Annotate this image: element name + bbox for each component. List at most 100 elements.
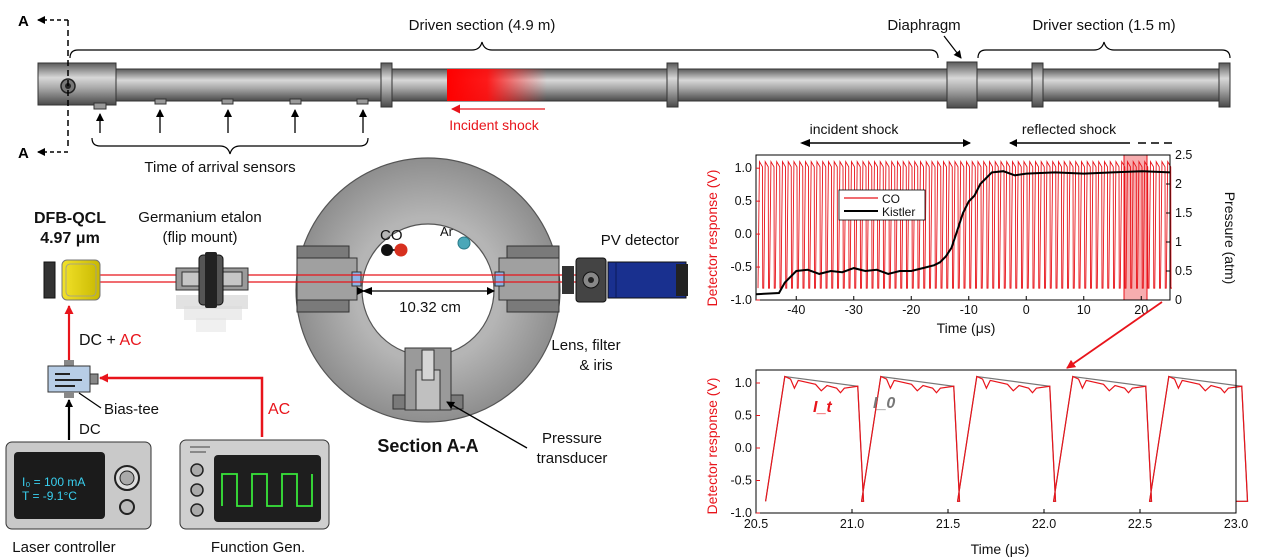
zoom-arrow bbox=[1066, 301, 1163, 369]
top-plot-frame bbox=[755, 154, 1171, 301]
section-line: A A bbox=[18, 13, 69, 162]
oxygen-atom bbox=[394, 243, 408, 257]
bias-tee-label: Bias-tee bbox=[104, 401, 159, 418]
bottom-xlabel: Time (μs) bbox=[971, 541, 1030, 557]
annotation-reflected: reflected shock bbox=[1022, 121, 1117, 137]
braces bbox=[69, 41, 1231, 155]
bottom-xtick-label: 22.5 bbox=[1128, 517, 1152, 531]
laser-controller: I₀ = 100 mA T = -9.1°C bbox=[5, 441, 152, 530]
series-kistler bbox=[755, 170, 1171, 296]
section-aa: CO Ar 10.32 cm bbox=[295, 157, 561, 423]
function-generator bbox=[179, 439, 330, 530]
germanium-etalon bbox=[175, 252, 249, 332]
section-aa-label: Section A-A bbox=[377, 436, 478, 456]
top-ytick-right-label: 2 bbox=[1175, 177, 1182, 191]
shock-tube bbox=[37, 61, 1231, 110]
bottom-ytick-label: 1.0 bbox=[735, 376, 752, 390]
lens-label: Lens, filter bbox=[551, 337, 620, 354]
dc-ac-label: DC + AC bbox=[79, 332, 142, 349]
top-ytick-right-label: 0 bbox=[1175, 293, 1182, 307]
square-wave-icon bbox=[221, 473, 313, 507]
distance-label: 10.32 cm bbox=[399, 299, 461, 316]
laser-controller-label: Laser controller bbox=[12, 539, 115, 556]
top-ytick-right-label: 0.5 bbox=[1175, 264, 1192, 278]
bottom-xtick-label: 21.5 bbox=[936, 517, 960, 531]
chart-top: incident shock reflected shock Detector … bbox=[704, 121, 1238, 336]
test-section-block bbox=[37, 62, 117, 106]
bottom-plot-area bbox=[756, 370, 1236, 513]
ac-label: AC bbox=[268, 401, 290, 418]
argon-atom bbox=[457, 236, 471, 250]
top-xtick-label: 10 bbox=[1077, 303, 1091, 317]
bottom-xtick-label: 20.5 bbox=[744, 517, 768, 531]
driven-section-label: Driven section (4.9 m) bbox=[409, 17, 556, 34]
top-xtick-label: 0 bbox=[1023, 303, 1030, 317]
bottom-plot-frame bbox=[755, 369, 1237, 514]
right-port bbox=[494, 245, 560, 313]
label-it: I_t bbox=[813, 399, 832, 416]
bottom-xtick-label: 22.0 bbox=[1032, 517, 1056, 531]
pressure-label: Pressure bbox=[542, 430, 602, 447]
top-xtick-label: -40 bbox=[787, 303, 805, 317]
top-ytick-label: -0.5 bbox=[730, 260, 752, 274]
annotation-incident: incident shock bbox=[810, 121, 900, 137]
top-ytick-label: 0.0 bbox=[735, 227, 752, 241]
top-ytick-right-label: 1 bbox=[1175, 235, 1182, 249]
co-label: CO bbox=[380, 227, 403, 244]
pv-detector bbox=[562, 257, 688, 303]
laser-wavelength-label: 4.97 μm bbox=[40, 230, 100, 247]
carbon-atom bbox=[381, 244, 393, 256]
left-port bbox=[296, 245, 362, 313]
section-a-bottom-label: A bbox=[18, 145, 29, 162]
bottom-ytick-label: 0.0 bbox=[735, 441, 752, 455]
top-plot-area bbox=[756, 155, 1170, 300]
top-xtick-label: 20 bbox=[1134, 303, 1148, 317]
top-ylabel-right: Pressure (atm) bbox=[1222, 192, 1238, 285]
label-i0: I_0 bbox=[873, 395, 895, 412]
flanges bbox=[380, 61, 1231, 109]
pv-detector-label: PV detector bbox=[601, 232, 679, 249]
bottom-ylabel: Detector response (V) bbox=[704, 378, 720, 515]
controller-temp: T = -9.1°C bbox=[22, 489, 77, 503]
transducer-port bbox=[392, 347, 464, 411]
top-xtick-label: -20 bbox=[902, 303, 920, 317]
legend-co: CO bbox=[882, 192, 900, 206]
incident-shock-label: Incident shock bbox=[449, 117, 539, 133]
arrival-sensors bbox=[93, 98, 369, 110]
laser-source bbox=[43, 259, 101, 301]
series-it bbox=[765, 375, 1249, 502]
bottom-ytick-label: -0.5 bbox=[730, 474, 752, 488]
bottom-xtick-label: 21.0 bbox=[840, 517, 864, 531]
series-co bbox=[757, 159, 1173, 289]
top-ytick-label: -1.0 bbox=[730, 293, 752, 307]
legend-kistler: Kistler bbox=[882, 205, 915, 219]
iris-label: & iris bbox=[579, 357, 612, 374]
top-ylabel: Detector response (V) bbox=[704, 170, 720, 307]
top-ytick-label: 0.5 bbox=[735, 194, 752, 208]
diaphragm-label: Diaphragm bbox=[887, 17, 960, 34]
time-of-arrival-label: Time of arrival sensors bbox=[144, 159, 295, 176]
etalon-mount-label: (flip mount) bbox=[162, 229, 237, 246]
top-ytick-right-label: 2.5 bbox=[1175, 148, 1192, 162]
sensor-arrows bbox=[96, 109, 367, 133]
top-xlabel: Time (μs) bbox=[937, 320, 996, 336]
bottom-xtick-label: 23.0 bbox=[1224, 517, 1248, 531]
bias-tee bbox=[47, 360, 99, 398]
top-ytick-right-label: 1.5 bbox=[1175, 206, 1192, 220]
etalon-label: Germanium etalon bbox=[138, 209, 261, 226]
ac-wire bbox=[99, 373, 264, 437]
top-xtick-label: -10 bbox=[960, 303, 978, 317]
dc-label: DC bbox=[79, 421, 101, 438]
bottom-ytick-label: 0.5 bbox=[735, 409, 752, 423]
section-a-top-label: A bbox=[18, 13, 29, 30]
driver-section-label: Driver section (1.5 m) bbox=[1032, 17, 1175, 34]
controller-current: I₀ = 100 mA bbox=[22, 475, 85, 489]
laser-name-label: DFB-QCL bbox=[34, 210, 106, 227]
top-xtick-label: -30 bbox=[845, 303, 863, 317]
ar-label: Ar bbox=[440, 224, 454, 239]
function-gen-label: Function Gen. bbox=[211, 539, 305, 556]
bottom-ytick-label: -1.0 bbox=[730, 506, 752, 520]
chart-bottom: Detector response (V) Time (μs) 20.5 21.0… bbox=[704, 369, 1249, 557]
